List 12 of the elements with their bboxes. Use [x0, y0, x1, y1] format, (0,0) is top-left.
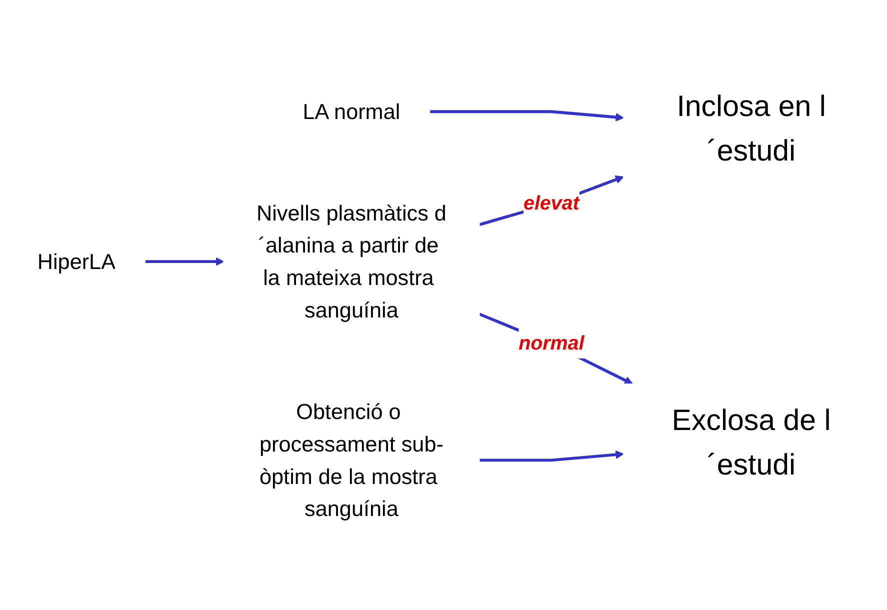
arrow [145, 257, 224, 266]
node-text: LA normal [302, 100, 400, 124]
arrow [478, 176, 624, 226]
edge-label: normal [518, 333, 584, 355]
arrow [479, 450, 624, 462]
node-text: Obtenció o processament sub-òptim de la mostra sanguínia [260, 399, 444, 522]
arrow [430, 110, 624, 122]
node-text: Exclosa de l´estudi [672, 404, 831, 482]
node-text: Inclosa en l´estudi [676, 90, 826, 168]
node-text: HiperLA [37, 249, 116, 274]
arrow [478, 312, 633, 385]
node-text: Nivells plasmàtics d´alanina a partir de la mateixa mostra sanguínia [256, 200, 446, 323]
